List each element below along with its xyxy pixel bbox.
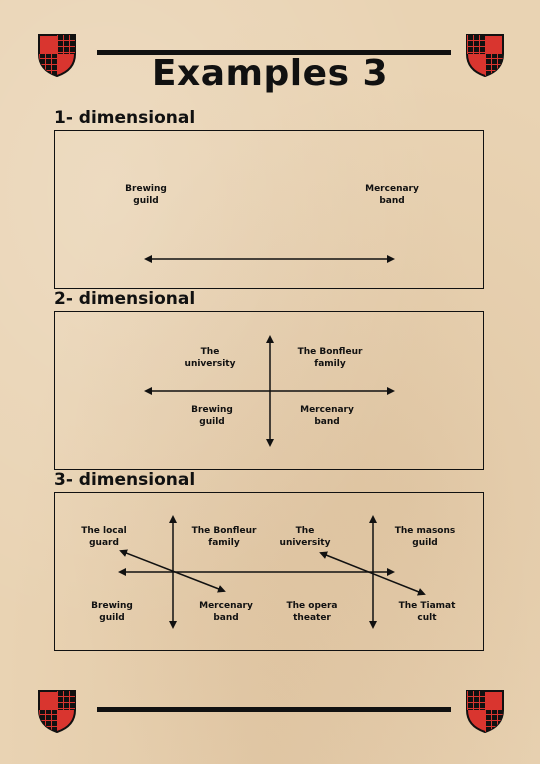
diagram-label: Brewing guild	[125, 184, 167, 206]
diagram-label: The opera theater	[286, 601, 338, 623]
diagram-label: Mercenary band	[199, 601, 253, 623]
diagram-label: Mercenary band	[365, 184, 419, 206]
diagram-label: The Bonfleur family	[191, 526, 257, 548]
section-heading-2d: 2- dimensional	[54, 289, 196, 309]
diagram-box-1d	[54, 130, 484, 289]
shield-icon	[466, 34, 504, 78]
diagram-box-2d	[54, 311, 484, 470]
diagram-label: The university	[279, 526, 331, 548]
top-divider	[97, 50, 451, 55]
diagram-label: Mercenary band	[300, 405, 354, 427]
axis-arrow	[319, 551, 426, 596]
shield-icon	[38, 34, 76, 78]
shield-icon	[466, 690, 504, 734]
diagram-label: Brewing guild	[91, 601, 133, 623]
bottom-divider	[97, 707, 451, 712]
diagram-label: The local guard	[81, 526, 127, 548]
diagram-label: The university	[184, 347, 236, 369]
diagram-label: Brewing guild	[191, 405, 233, 427]
diagram-label: The Tiamat cult	[398, 601, 456, 623]
page-title: Examples 3	[151, 53, 389, 94]
section-heading-1d: 1- dimensional	[54, 108, 196, 128]
shield-icon	[38, 690, 76, 734]
section-heading-3d: 3- dimensional	[54, 470, 196, 490]
diagram-label: The masons guild	[394, 526, 456, 548]
diagram-label: The Bonfleur family	[297, 347, 363, 369]
diagram-box-3d	[54, 492, 484, 651]
axis-arrow	[119, 549, 226, 593]
